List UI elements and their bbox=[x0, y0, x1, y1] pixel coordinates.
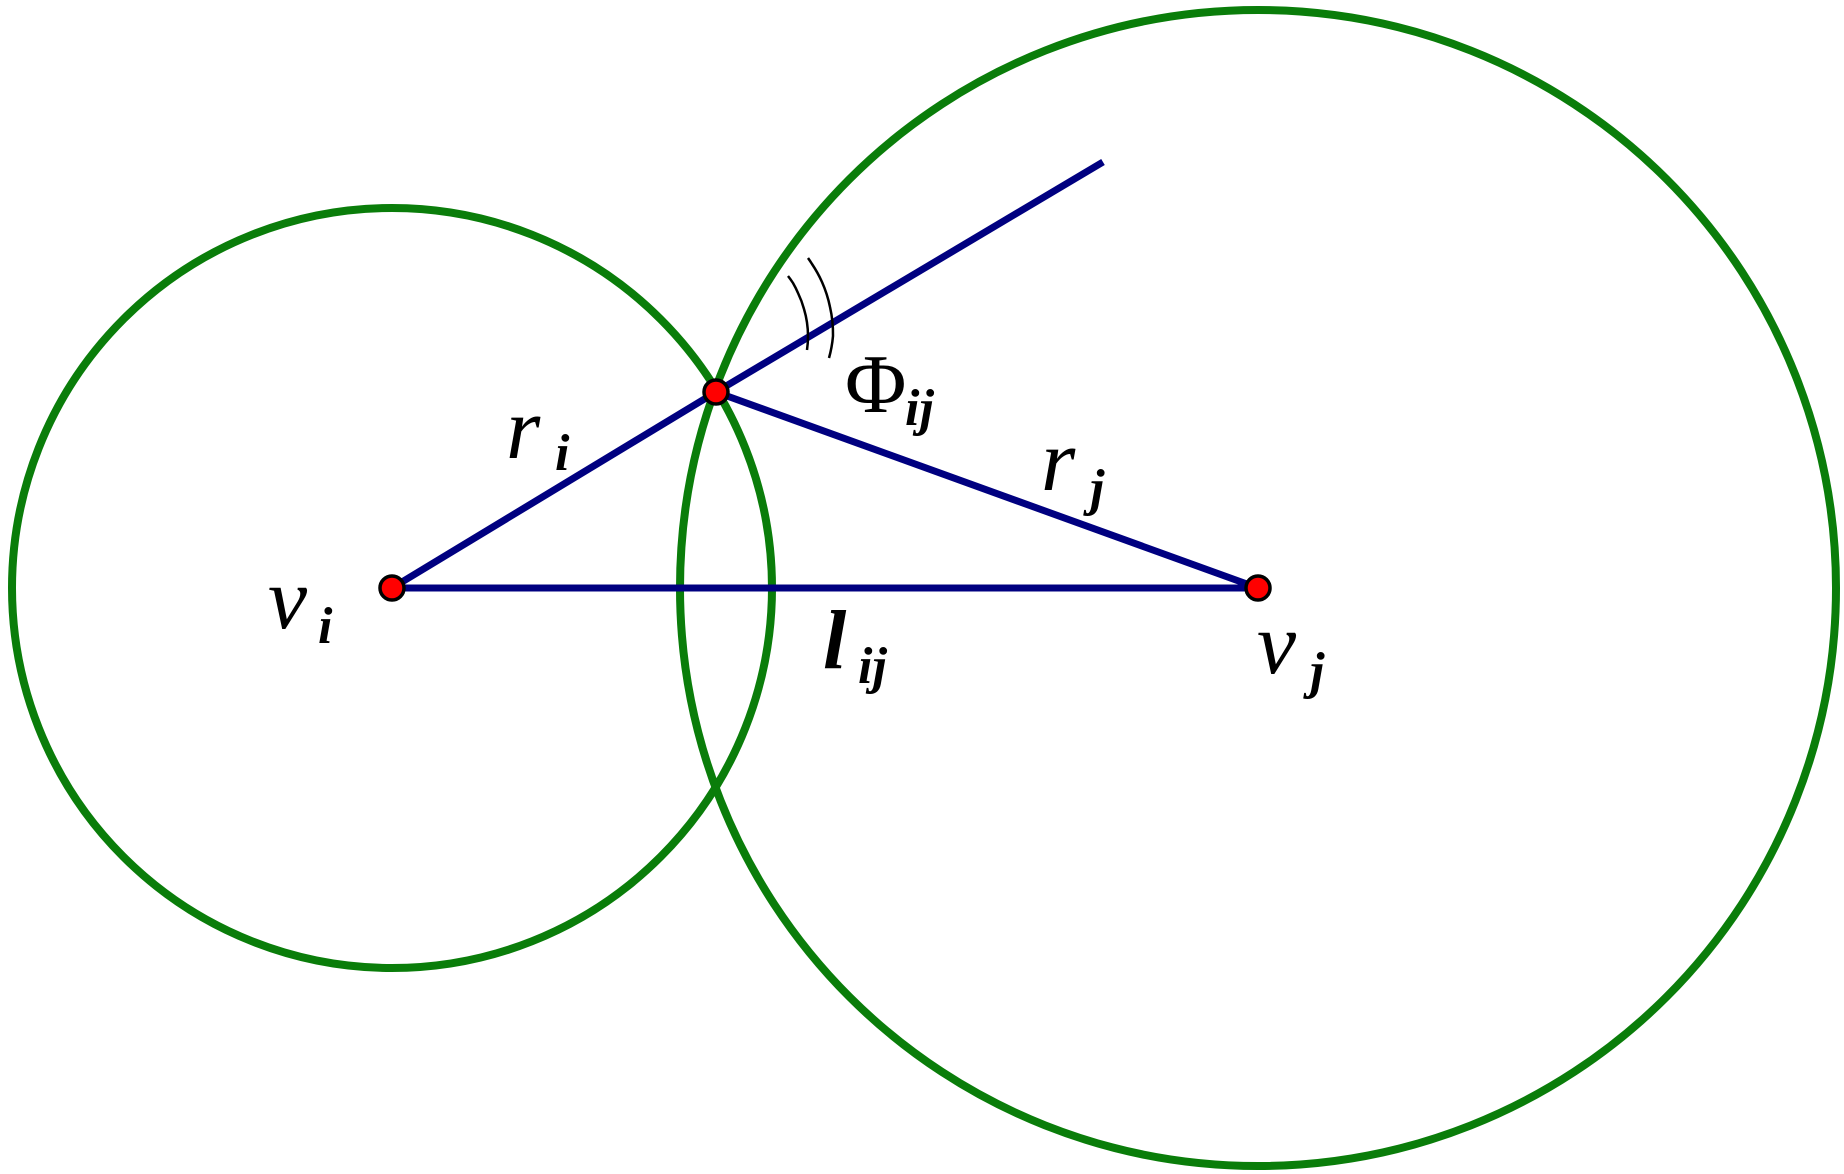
label-vi: v i bbox=[268, 551, 333, 655]
label-phi: Φ ij bbox=[845, 338, 934, 437]
svg-text:l: l bbox=[823, 594, 847, 687]
angle-arc-inner bbox=[787, 275, 810, 351]
svg-text:i: i bbox=[555, 425, 570, 482]
label-rj: r j bbox=[1041, 413, 1105, 517]
svg-text:j: j bbox=[1303, 643, 1325, 700]
label-lij: l ij bbox=[823, 594, 887, 695]
extension-ray bbox=[714, 158, 1105, 396]
edge-vi-intersection bbox=[390, 389, 718, 591]
svg-text:v: v bbox=[1257, 596, 1297, 693]
vertex-vi bbox=[378, 574, 406, 602]
vertex-vj bbox=[1244, 574, 1272, 602]
svg-text:r: r bbox=[506, 381, 541, 478]
label-ri: r i bbox=[506, 381, 570, 482]
label-vj: v j bbox=[1257, 596, 1325, 700]
angle-arc-outer bbox=[806, 257, 835, 359]
svg-text:ij: ij bbox=[905, 380, 934, 437]
edge-intersection-vj bbox=[714, 388, 1260, 592]
svg-text:v: v bbox=[268, 551, 308, 648]
svg-text:j: j bbox=[1083, 460, 1105, 517]
vertex-intersection bbox=[702, 378, 730, 406]
svg-text:Φ: Φ bbox=[845, 338, 906, 431]
svg-text:ij: ij bbox=[858, 638, 887, 695]
svg-text:r: r bbox=[1041, 413, 1076, 510]
svg-text:i: i bbox=[318, 598, 333, 655]
